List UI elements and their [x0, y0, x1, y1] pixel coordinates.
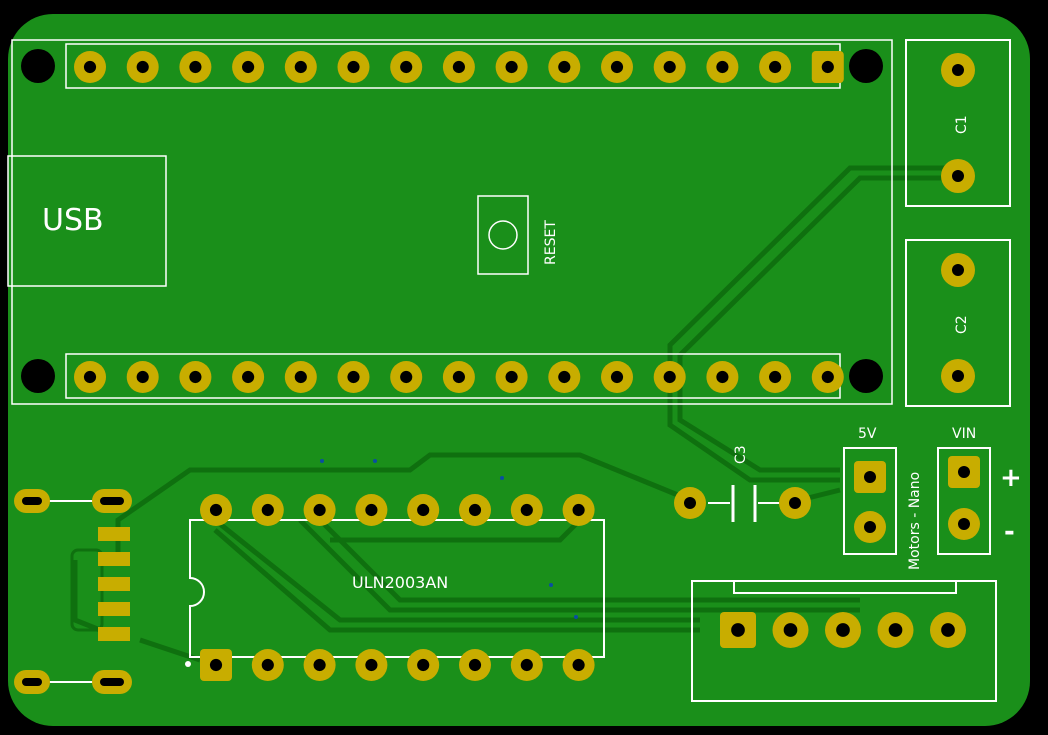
- nano-top-pin: [495, 51, 528, 83]
- uln2003-top-pin: [562, 494, 595, 526]
- motor-connector-pin: [825, 612, 861, 648]
- nano-bottom-pins: [74, 361, 844, 393]
- 5v-jumper-outline: [843, 447, 897, 555]
- 5v-pad-square-drill: [864, 471, 876, 483]
- nano-module-outline: [11, 39, 893, 405]
- c1-pad-bottom: [941, 159, 975, 193]
- vin-pad-square-drill: [958, 466, 970, 478]
- c2-label: C2: [954, 315, 970, 334]
- nano-bottom-pin: [811, 361, 844, 393]
- uln2003-bottom-pin: [303, 649, 336, 681]
- plus-label: +: [1000, 463, 1022, 493]
- nano-top-pins: [74, 51, 844, 83]
- usb-outline: [7, 155, 167, 287]
- nano-bottom-pin: [601, 361, 633, 393]
- 5v-pad-round-drill: [864, 521, 876, 533]
- reset-button-outline: [477, 195, 529, 275]
- uln2003-outline: [189, 519, 605, 658]
- vin-pad-round-drill: [958, 518, 970, 530]
- uln2003-top-pin: [510, 494, 543, 526]
- uln2003-label: ULN2003AN: [352, 573, 448, 592]
- motor-connector-pin: [877, 612, 914, 648]
- nano-bottom-pin: [706, 361, 739, 393]
- uln2003-top-pins: [200, 494, 595, 526]
- mount-hole-bl: [21, 359, 55, 393]
- usb-label: USB: [42, 203, 104, 238]
- uln2003-top-pin: [303, 494, 336, 526]
- uln2003-bottom-pin: [251, 649, 284, 681]
- nano-bottom-pin: [74, 361, 106, 393]
- nano-bottom-pin: [653, 361, 686, 393]
- mount-hole-tl: [21, 49, 55, 83]
- motor-connector-pin: [772, 612, 809, 648]
- mount-hole-tr: [849, 49, 883, 83]
- side-connector: [14, 489, 132, 694]
- nano-bottom-pin: [495, 361, 528, 393]
- nano-top-pin: [337, 51, 370, 83]
- nano-top-pin: [548, 51, 581, 83]
- vin-label: VIN: [952, 426, 976, 442]
- nano-bottom-pin: [548, 361, 581, 393]
- reset-button-circle: [488, 220, 518, 250]
- uln2003-bottom-pins: [200, 649, 595, 681]
- c1-outline: [905, 39, 1011, 207]
- motor-connector-pin: [930, 612, 966, 648]
- c2-pad-top: [941, 253, 975, 287]
- uln2003-bottom-pin: [407, 649, 440, 681]
- c2-pad-bottom: [941, 359, 975, 393]
- c1-pad-top: [941, 53, 975, 87]
- vin-jumper-outline: [937, 447, 991, 555]
- reset-label: RESET: [543, 220, 559, 265]
- minus-label: -: [1004, 517, 1015, 547]
- nano-top-pin: [74, 51, 106, 83]
- uln2003-bottom-pin: [459, 649, 491, 681]
- nano-bottom-pin: [126, 361, 159, 393]
- uln2003-bottom-pin: [562, 649, 595, 681]
- motors-nano-label: Motors - Nano: [907, 472, 923, 570]
- uln2003-pin1-dot: [185, 661, 191, 667]
- nano-top-pin: [179, 51, 212, 83]
- nano-bottom-pin: [284, 361, 317, 393]
- nano-top-pin: [390, 51, 423, 83]
- nano-top-pin: [811, 51, 844, 83]
- uln2003-bottom-pin: [510, 649, 543, 681]
- nano-top-pin: [284, 51, 317, 83]
- nano-bottom-pin: [442, 361, 475, 393]
- uln2003-top-pin: [251, 494, 284, 526]
- vias: [320, 459, 578, 619]
- motor-connector-latch: [733, 580, 957, 594]
- 5v-label: 5V: [858, 426, 877, 442]
- nano-bottom-pin: [179, 361, 212, 393]
- uln2003-bottom-pin: [200, 649, 232, 681]
- nano-top-pin: [653, 51, 686, 83]
- mount-hole-br: [849, 359, 883, 393]
- nano-top-pin: [706, 51, 739, 83]
- nano-bottom-pin: [390, 361, 423, 393]
- c1-label: C1: [954, 115, 970, 134]
- nano-top-pin: [126, 51, 159, 83]
- nano-bottom-pin: [232, 361, 265, 393]
- c3-capacitor: [674, 485, 811, 522]
- uln2003-bottom-pin: [355, 649, 388, 681]
- nano-bottom-pin: [759, 361, 792, 393]
- nano-top-pin: [442, 51, 475, 83]
- nano-top-pin: [759, 51, 792, 83]
- uln2003-top-pin: [459, 494, 491, 526]
- uln2003-top-pin: [407, 494, 440, 526]
- nano-top-pin: [601, 51, 633, 83]
- uln2003-top-pin: [200, 494, 232, 526]
- motor-connector-pins: [720, 612, 966, 648]
- nano-bottom-pin: [337, 361, 370, 393]
- nano-top-pin: [232, 51, 265, 83]
- c2-outline: [905, 239, 1011, 407]
- uln2003-top-pin: [355, 494, 388, 526]
- motor-connector-pin: [720, 612, 756, 648]
- c3-label: C3: [733, 445, 749, 464]
